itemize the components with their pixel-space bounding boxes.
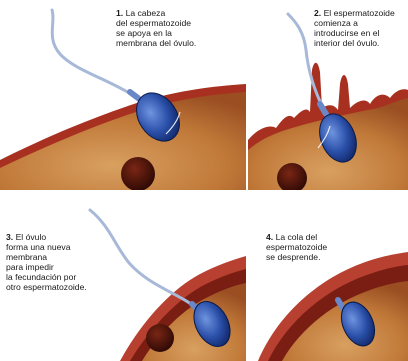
panel-4-line-3: se desprende. — [266, 252, 327, 262]
panel-1-line-4: membrana del óvulo. — [116, 38, 196, 48]
panel-3-line-1: El óvulo — [16, 232, 47, 242]
panel-2-number: 2. — [314, 8, 321, 18]
panel-3-line-3: membrana — [6, 252, 87, 262]
ovum-nucleus — [121, 157, 155, 190]
panel-1-line-2: del espermatozoide — [116, 18, 196, 28]
ovum-nucleus — [146, 324, 174, 352]
panel-1: 1. La cabeza del espermatozoide se apoya… — [0, 0, 246, 190]
panel-4-illustration — [248, 194, 408, 361]
panel-4-line-2: espermatozoide — [266, 242, 327, 252]
panel-3-caption: 3. El óvulo forma una nueva membrana par… — [6, 232, 87, 292]
panel-3-number: 3. — [6, 232, 13, 242]
panel-1-line-3: se apoya en la — [116, 28, 196, 38]
panel-4-line-1: La cola del — [276, 232, 318, 242]
panel-2-caption: 2. El espermatozoide comienza a introduc… — [314, 8, 395, 48]
panel-4: 4. La cola del espermatozoide se despren… — [248, 194, 408, 361]
sperm-midpiece — [130, 92, 138, 98]
panel-2-line-4: interior del óvulo. — [314, 38, 395, 48]
panel-3-line-4: para impedir — [6, 262, 87, 272]
panel-2-line-3: introducirse en el — [314, 28, 395, 38]
panel-3-line-6: otro espermatozoide. — [6, 282, 87, 292]
panel-2: 2. El espermatozoide comienza a introduc… — [248, 0, 408, 190]
panel-3: 3. El óvulo forma una nueva membrana par… — [0, 194, 246, 361]
panel-3-line-2: forma una nueva — [6, 242, 87, 252]
panel-1-number: 1. — [116, 8, 123, 18]
panel-1-caption: 1. La cabeza del espermatozoide se apoya… — [116, 8, 196, 48]
panel-4-number: 4. — [266, 232, 273, 242]
panel-3-line-5: la fecundación por — [6, 272, 87, 282]
panel-2-line-2: comienza a — [314, 18, 395, 28]
panel-4-caption: 4. La cola del espermatozoide se despren… — [266, 232, 327, 262]
panel-1-line-1: La cabeza — [126, 8, 166, 18]
panel-2-line-1: El espermatozoide — [324, 8, 395, 18]
